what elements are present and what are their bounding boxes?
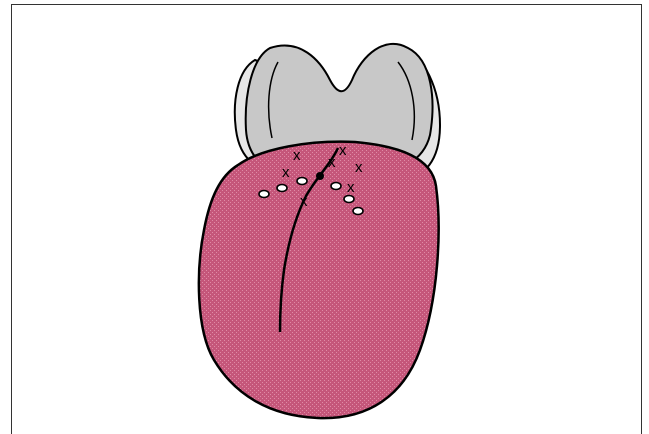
cross-marker: x [347, 179, 355, 196]
circle-marker [344, 196, 354, 203]
cross-marker: x [300, 193, 308, 210]
foramen-caecum [316, 172, 324, 180]
cross-marker: x [328, 154, 336, 171]
tongue-body [199, 142, 439, 418]
circle-marker [297, 178, 307, 185]
cross-marker: x [339, 142, 347, 159]
cross-marker: x [282, 164, 290, 181]
circle-marker [353, 208, 363, 215]
circle-marker [259, 191, 269, 198]
cross-marker: x [293, 147, 301, 164]
cross-marker: x [355, 159, 363, 176]
tongue [199, 142, 439, 418]
circle-marker [331, 183, 341, 190]
circle-marker [277, 185, 287, 192]
